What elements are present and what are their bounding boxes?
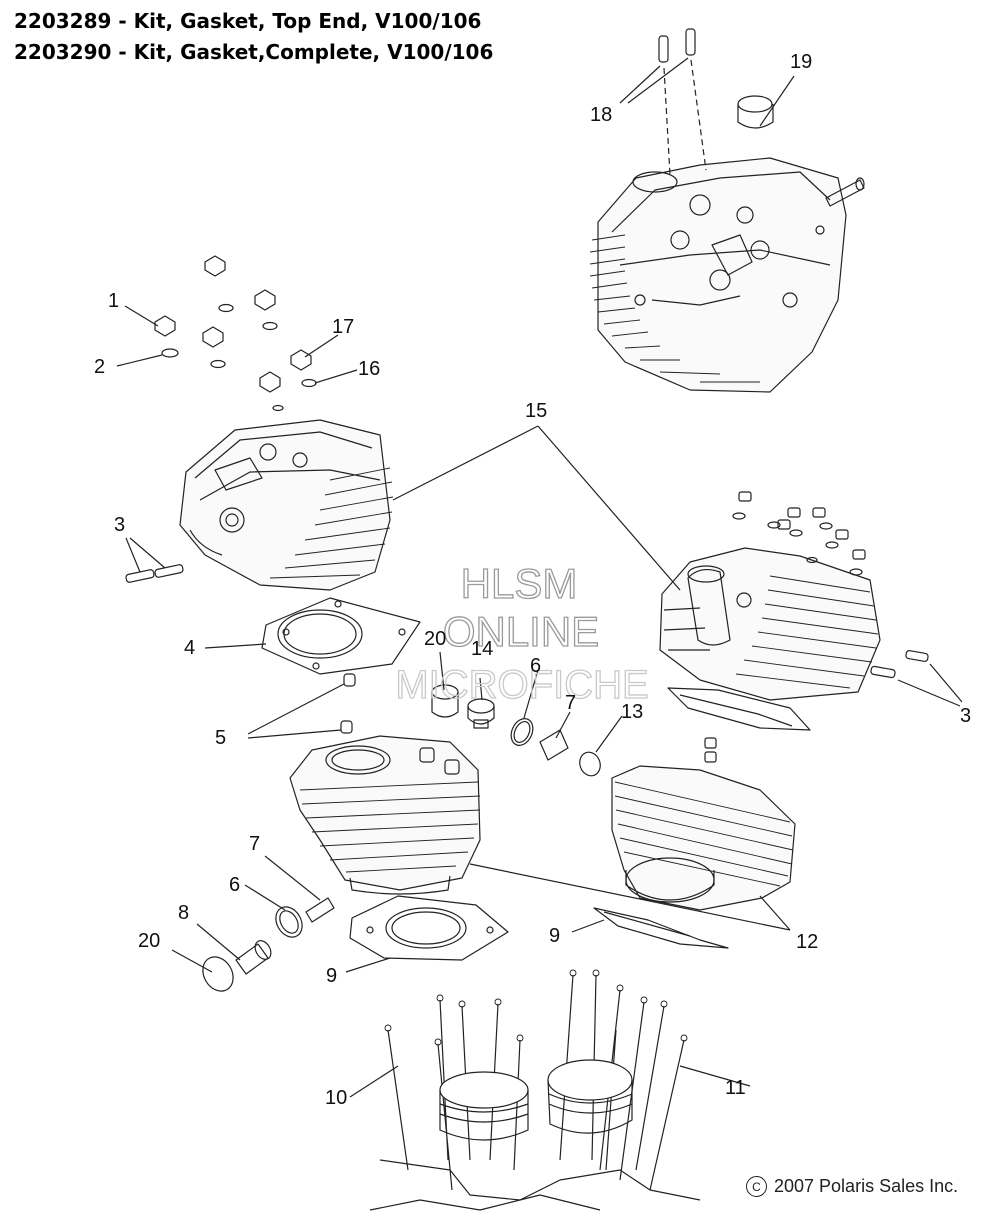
callout-3-right: 3: [960, 705, 971, 727]
head-gasket-4: [204, 597, 421, 675]
callout-20-left: 20: [138, 930, 160, 952]
callout-1: 1: [108, 290, 119, 312]
front-cylinder-head: [179, 419, 394, 591]
copyright-text: 2007 Polaris Sales Inc.: [774, 1176, 959, 1196]
callout-17: 17: [332, 316, 354, 338]
nuts-and-washers-1-2-16-17: [116, 255, 358, 412]
callout-7-left: 7: [249, 833, 260, 855]
pushrods-and-pistons: [349, 969, 751, 1211]
dowels-5: [247, 673, 356, 739]
callout-4: 4: [184, 637, 195, 659]
callout-19: 19: [790, 51, 812, 73]
callout-6-left: 6: [229, 874, 240, 896]
callout-11: 11: [725, 1077, 746, 1099]
callout-7-center: 7: [565, 692, 576, 714]
callout-labels: 1 2 3 3 4 5 6 6 7 7 8 9 9 10 11 12 13 14…: [94, 51, 971, 1109]
rear-head-stud: [825, 177, 865, 207]
oil-parts-left: [171, 855, 335, 992]
callout-12: 12: [796, 931, 818, 953]
callout-9-right: 9: [549, 925, 560, 947]
callout-13: 13: [621, 701, 643, 723]
rear-cylinder: [611, 737, 796, 911]
copyright-notice: C 2007 Polaris Sales Inc.: [746, 1176, 958, 1197]
kit-title-top-end: 2203289 - Kit, Gasket, Top End, V100/106: [14, 9, 482, 33]
nuts-washers-right: [732, 491, 866, 576]
oil-parts-center: [431, 651, 623, 777]
watermark-line-2: ONLINE: [443, 608, 599, 655]
copyright-symbol: C: [746, 1176, 767, 1197]
kit-title-complete: 2203290 - Kit, Gasket,Complete, V100/106: [14, 40, 494, 64]
callout-20-center: 20: [424, 628, 446, 650]
dowel-pins-3-left: [125, 537, 184, 583]
base-gasket-9-right: [571, 907, 729, 949]
watermark-line-3: MICROFICHE: [395, 663, 648, 707]
callout-9-left: 9: [326, 965, 337, 987]
spacer-19: [737, 75, 795, 129]
callout-6-center: 6: [530, 655, 541, 677]
watermark: HLSM ONLINE MICROFICHE: [395, 559, 650, 707]
callout-3-left: 3: [114, 514, 125, 536]
dowel-pins-18: [619, 28, 707, 176]
rear-cylinder-head-middle: [659, 547, 881, 701]
callout-14: 14: [471, 638, 493, 660]
callout-2: 2: [94, 356, 105, 378]
callout-16: 16: [358, 358, 380, 380]
callout-10: 10: [325, 1087, 347, 1109]
callout-5: 5: [215, 727, 226, 749]
front-cylinder: [289, 735, 481, 895]
callout-18: 18: [590, 104, 612, 126]
callout-15: 15: [525, 400, 547, 422]
rear-cylinder-head: [589, 157, 847, 393]
callout-8: 8: [178, 902, 189, 924]
dowel-pins-3-right: [870, 650, 963, 707]
diagram-title-block: 2203289 - Kit, Gasket, Top End, V100/106…: [14, 6, 493, 68]
rear-head-gasket: [667, 687, 811, 731]
base-gasket-9-left: [345, 895, 509, 973]
watermark-line-1: HLSM: [461, 560, 578, 607]
